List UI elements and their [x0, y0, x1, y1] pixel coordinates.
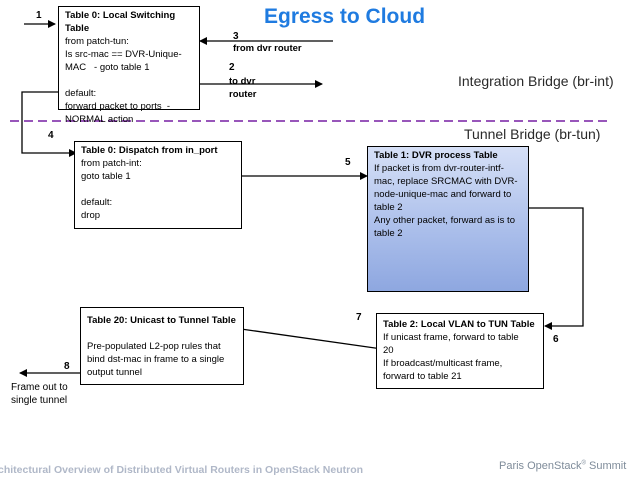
- table0-local-line: Is src-mac == DVR-Unique-: [65, 49, 182, 60]
- to-dvr-router-label: to dvr router: [229, 75, 256, 101]
- table1-dvr-line: table 2: [374, 202, 403, 213]
- integration-bridge-label: Integration Bridge (br-int): [458, 73, 614, 89]
- table0-local-line: default:: [65, 88, 97, 99]
- table0-local-header: Table 0: Local Switching Table: [65, 10, 176, 34]
- table20-unicast-line: bind dst-mac in frame to a single: [87, 354, 225, 365]
- table0-dispatch-line: default:: [81, 197, 113, 208]
- table0-dispatch-line: goto table 1: [81, 171, 131, 182]
- table0-local-line: MAC - goto table 1: [65, 62, 150, 73]
- table1-dvr-line: node-unique-mac and forward to: [374, 189, 512, 200]
- table0-dispatch: Table 0: Dispatch from in_port from patc…: [74, 141, 242, 229]
- frame-out-label: Frame out to single tunnel: [11, 381, 68, 407]
- table2-vlan-to-tun: Table 2: Local VLAN to TUN Table If unic…: [376, 313, 544, 389]
- frame-out-line1: Frame out to: [11, 382, 68, 393]
- table0-local-line: forward packet to ports -: [65, 101, 171, 112]
- table0-local-line: [65, 74, 193, 87]
- table0-local-switching: Table 0: Local Switching Table from patc…: [58, 6, 200, 125]
- table1-dvr-line: If packet is from dvr-router-intf-: [374, 163, 504, 174]
- frame-out-line2: single tunnel: [11, 395, 68, 406]
- table2-vlan-line: If unicast frame, forward to table: [383, 332, 519, 343]
- step-number-6: 6: [553, 334, 559, 345]
- footer-right-text: Paris OpenStack® Summit: [499, 460, 626, 472]
- table0-dispatch-header: Table 0: Dispatch from in_port: [81, 145, 218, 156]
- footer-right-tail: Summit: [585, 460, 627, 472]
- table2-vlan-line: forward to table 21: [383, 371, 462, 382]
- table1-dvr-process: Table 1: DVR process Table If packet is …: [367, 146, 529, 292]
- table20-unicast-header: Table 20: Unicast to Tunnel Table: [87, 315, 236, 326]
- tunnel-bridge-label: Tunnel Bridge (br-tun): [464, 126, 601, 142]
- step-number-7: 7: [356, 312, 362, 323]
- step-number-3: 3: [233, 31, 239, 42]
- footer-right-main: Paris OpenStack: [499, 460, 582, 472]
- table2-vlan-line: If broadcast/multicast frame,: [383, 358, 503, 369]
- table0-local-line: from patch-tun:: [65, 36, 129, 47]
- to-dvr-line2: router: [229, 89, 257, 100]
- step-number-1: 1: [36, 10, 42, 21]
- table20-unicast-line: Pre-populated L2-pop rules that: [87, 341, 221, 352]
- table20-unicast-to-tunnel: Table 20: Unicast to Tunnel Table Pre-po…: [80, 307, 244, 385]
- step-number-5: 5: [345, 157, 351, 168]
- table2-vlan-header: Table 2: Local VLAN to TUN Table: [383, 319, 535, 330]
- to-dvr-line1: to dvr: [229, 76, 256, 87]
- table1-dvr-line: mac, replace SRCMAC with DVR-: [374, 176, 518, 187]
- footer-left-text: chitectural Overview of Distributed Virt…: [0, 464, 364, 476]
- arrow-step-4: [21, 91, 77, 157]
- table1-dvr-header: Table 1: DVR process Table: [374, 150, 498, 161]
- diagram-title: Egress to Cloud: [264, 5, 426, 28]
- table20-unicast-line: [87, 327, 237, 340]
- step-number-2: 2: [229, 62, 235, 73]
- footer-registered-mark: ®: [581, 460, 586, 467]
- table1-dvr-line: table 2: [374, 228, 403, 239]
- table0-dispatch-line: from patch-int:: [81, 158, 142, 169]
- table20-unicast-line: output tunnel: [87, 367, 142, 378]
- table2-vlan-line: 20: [383, 345, 394, 356]
- step-number-8: 8: [64, 361, 70, 372]
- table0-dispatch-line: drop: [81, 210, 101, 221]
- table0-dispatch-line: [81, 183, 235, 196]
- table0-local-line: NORMAL action: [65, 114, 134, 125]
- table1-dvr-line: Any other packet, forward as is to: [374, 215, 515, 226]
- step-number-4: 4: [48, 130, 54, 141]
- arrow-step-7: [233, 325, 397, 352]
- from-dvr-router-label: from dvr router: [233, 43, 302, 54]
